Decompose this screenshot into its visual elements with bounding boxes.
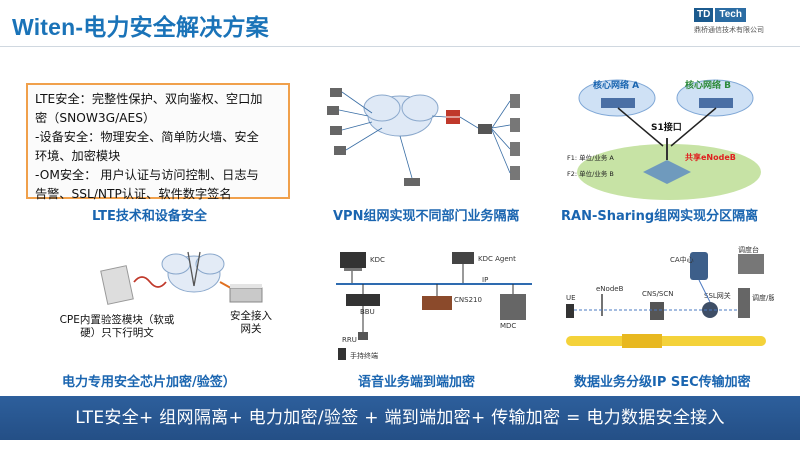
title-divider [0, 46, 800, 47]
caption-voice: 语音业务端到端加密 [358, 375, 476, 390]
caption-ran-sharing: RAN-Sharing组网实现分区隔离 [561, 209, 759, 224]
rru-label: RRU [342, 336, 357, 344]
terminal-label: 手持终端 [350, 351, 378, 360]
cpe-module-label: CPE内置验签模块（软或硬）只下行明文 [59, 314, 175, 339]
caption-lte: LTE技术和设备安全 [92, 209, 207, 224]
ip-label: IP [482, 276, 488, 284]
ca-center-label: CA中心 [670, 255, 694, 264]
f1-label: F1: 单位/业务 A [567, 153, 614, 162]
ue-label: UE [566, 294, 576, 302]
logo-td: TD [694, 8, 714, 22]
lte-security-box: LTE安全：完整性保护、双向鉴权、空口加 密（SNOW3G/AES） -设备安全… [26, 83, 290, 201]
page-title: Witen-电力安全解决方案 [12, 14, 269, 40]
gateway-label: 安全接入网关 [230, 310, 272, 335]
vpn-diagram [322, 78, 532, 203]
voice-diagram: KDC KDC Agent IP BBU CNS210 MDC RRU 手持终端 [332, 244, 540, 362]
dispatch-label: 调度台 [738, 245, 759, 254]
lte-line: -设备安全：物理安全、简单防火墙、安全 [35, 130, 259, 144]
caption-vpn: VPN组网实现不同部门业务隔离 [333, 209, 520, 224]
lte-line: LTE安全：完整性保护、双向鉴权、空口加 [35, 92, 263, 106]
logo-tech: Tech [715, 8, 746, 22]
ssl-gateway-label: SSL网关 [704, 291, 731, 300]
caption-chip: 电力专用安全芯片加密/验签） [62, 375, 236, 390]
cns-label: CNS210 [454, 296, 482, 304]
kdc-agent-label: KDC Agent [478, 255, 516, 263]
f2-label: F2: 单位/业务 B [567, 169, 614, 178]
server-label: 调度/服务器 [752, 293, 774, 302]
kdc-label: KDC [370, 256, 385, 264]
core-network-a-label: 核心网络 A [593, 79, 639, 91]
caption-ipsec: 数据业务分级IP SEC传输加密 [574, 375, 751, 390]
lte-line: 密（SNOW3G/AES） [35, 111, 156, 125]
cns-scn-label: CNS/SCN [642, 290, 674, 298]
lte-line: 告警、SSL/NTP认证、软件数字签名 [35, 187, 232, 201]
core-network-b-label: 核心网络 B [685, 79, 731, 91]
logo-subtitle: 鼎桥通信技术有限公司 [694, 26, 764, 34]
lte-line: -OM安全： 用户认证与访问控制、日志与 [35, 168, 259, 182]
chip-diagram [100, 251, 263, 305]
s1-interface-label: S1接口 [651, 121, 682, 133]
enodeb-label: eNodeB [596, 285, 624, 293]
bottom-summary-bar: LTE安全+ 组网隔离+ 电力加密/验签 + 端到端加密+ 传输加密 = 电力数… [0, 396, 800, 440]
company-logo: TD Tech 鼎桥通信技术有限公司 [694, 8, 780, 42]
mdc-label: MDC [500, 322, 516, 330]
shared-enodeb-label: 共享eNodeB [685, 152, 736, 162]
ipsec-diagram: CA中心 调度台 UE eNodeB CNS/SCN SSL网关 调度/服务器 [562, 244, 774, 362]
bbu-label: BBU [360, 308, 375, 316]
ran-sharing-diagram: 核心网络 A 核心网络 B S1接口 F1: 单位/业务 A F2: 单位/业务… [565, 76, 775, 201]
lte-line: 环境、加密模块 [35, 149, 121, 163]
